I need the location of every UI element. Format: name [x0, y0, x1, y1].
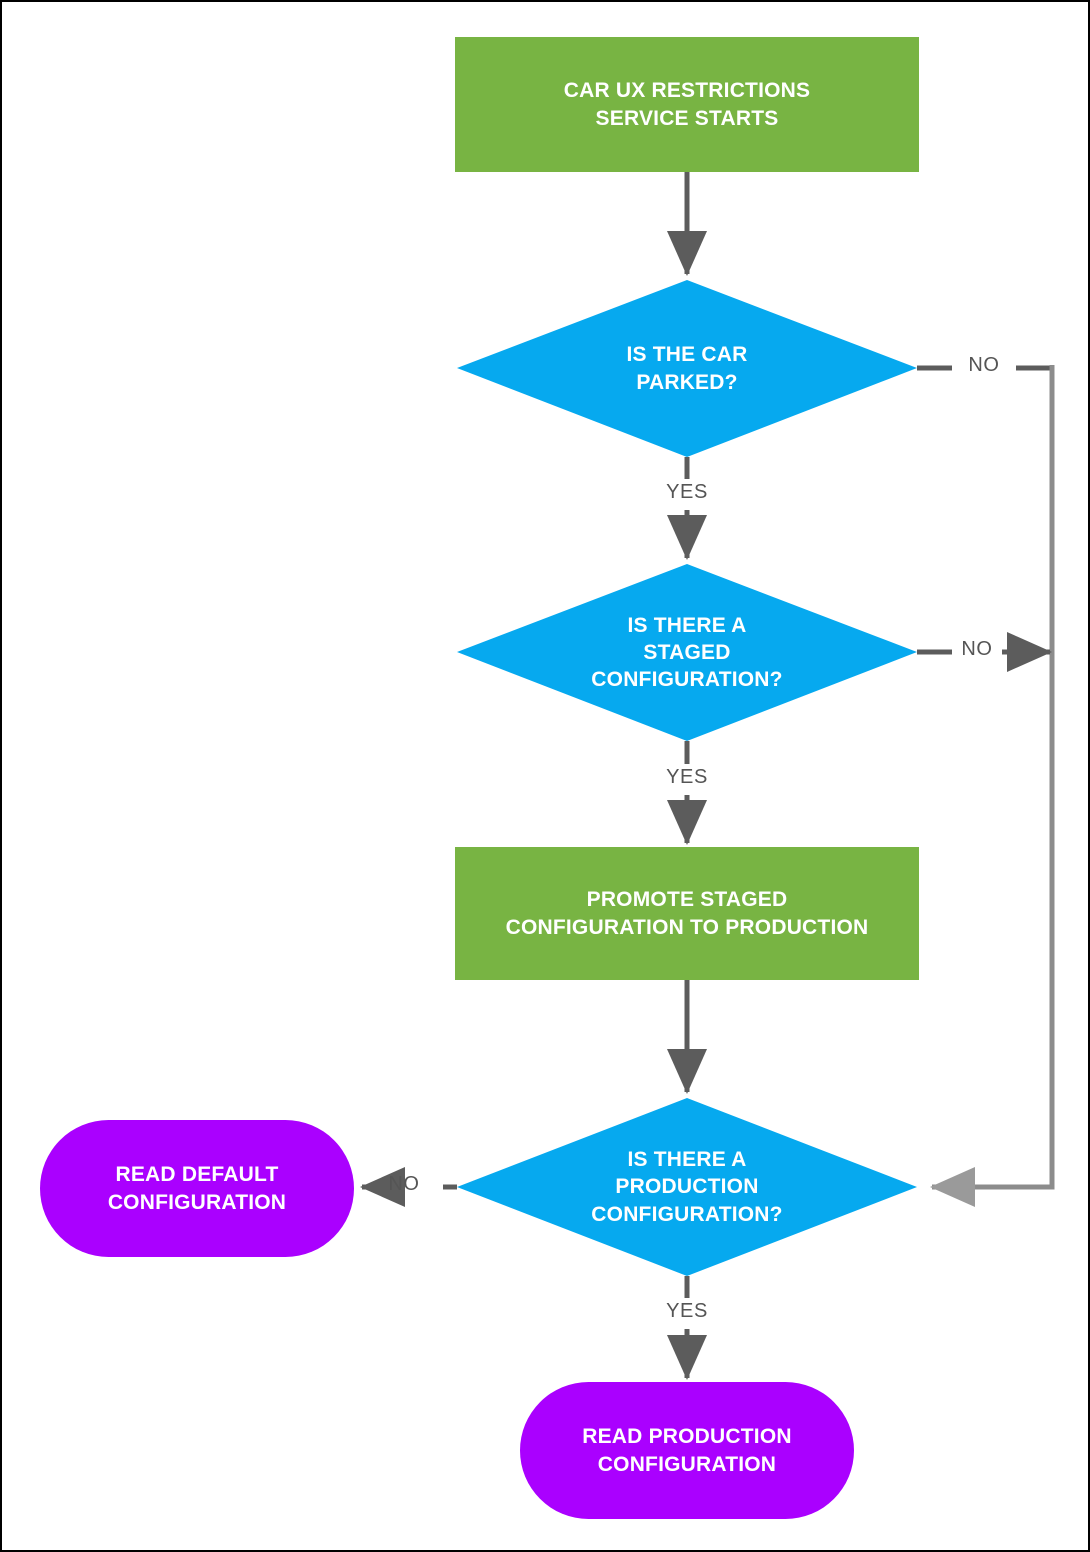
edge-right-bus: [930, 365, 1055, 1207]
node-read-production-config-shape[interactable]: [520, 1382, 854, 1519]
node-is-car-parked-shape[interactable]: [457, 280, 917, 457]
node-start-shape[interactable]: [455, 37, 919, 172]
node-read-default-config-shape[interactable]: [40, 1120, 354, 1257]
node-promote-staged-config-shape[interactable]: [455, 847, 919, 980]
node-is-there-staged-config-shape[interactable]: [457, 564, 917, 741]
node-is-there-production-config-shape[interactable]: [457, 1098, 917, 1276]
